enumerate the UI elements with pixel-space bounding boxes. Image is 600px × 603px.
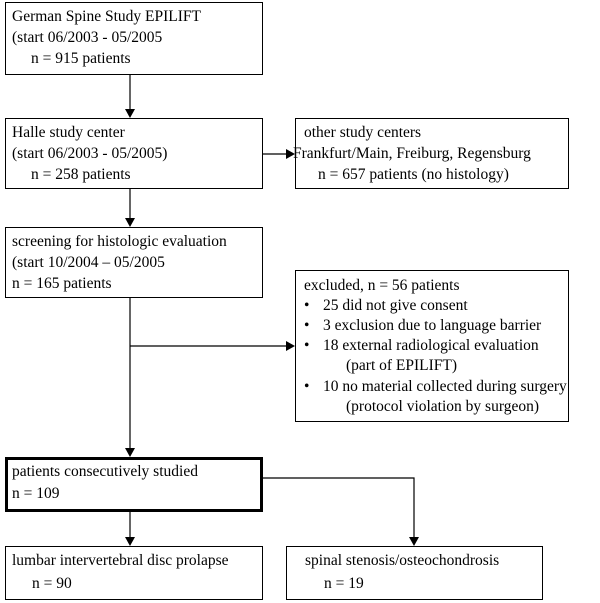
epilift-count: n = 915 patients bbox=[31, 50, 131, 67]
epilift-period: (start 06/2003 - 05/2005 bbox=[12, 29, 163, 46]
halle-period: (start 06/2003 - 05/2005) bbox=[12, 145, 168, 162]
screening-box: screening for histologic evaluation (sta… bbox=[5, 227, 263, 298]
excluded-item-label: 18 external radiological evaluation bbox=[323, 337, 539, 354]
connector-studied-stenosis bbox=[263, 477, 415, 538]
lumbar-box: lumbar intervertebral disc prolapse n = … bbox=[5, 546, 263, 600]
epilift-box: German Spine Study EPILIFT (start 06/200… bbox=[5, 2, 263, 75]
arrowhead-icon bbox=[409, 537, 419, 546]
epilift-title: German Spine Study EPILIFT bbox=[12, 8, 201, 25]
excluded-item-radiological-note: (part of EPILIFT) bbox=[346, 357, 458, 374]
excluded-item-label: 3 exclusion due to language barrier bbox=[323, 317, 542, 334]
arrowhead-icon bbox=[125, 537, 135, 546]
arrowhead-icon bbox=[125, 109, 135, 118]
bullet-icon: • bbox=[304, 297, 310, 314]
lumbar-count: n = 90 bbox=[32, 575, 72, 592]
other-centers-count: n = 657 patients (no histology) bbox=[318, 166, 509, 183]
stenosis-count: n = 19 bbox=[324, 575, 364, 592]
excluded-item-label: 25 did not give consent bbox=[323, 297, 468, 314]
arrowhead-icon bbox=[125, 448, 135, 457]
bullet-icon: • bbox=[304, 337, 310, 354]
bullet-icon: • bbox=[304, 378, 310, 395]
other-centers-cities: Frankfurt/Main, Freiburg, Regensburg bbox=[293, 145, 531, 162]
bullet-icon: • bbox=[304, 317, 310, 334]
studied-count: n = 109 bbox=[12, 485, 60, 502]
other-centers-title: other study centers bbox=[304, 124, 422, 141]
stenosis-title: spinal stenosis/osteochondrosis bbox=[305, 552, 500, 569]
halle-box: Halle study center (start 06/2003 - 05/2… bbox=[5, 118, 263, 189]
excluded-item-no-material-note: (protocol violation by surgeon) bbox=[346, 398, 540, 415]
halle-count: n = 258 patients bbox=[31, 166, 131, 183]
excluded-title: excluded, n = 56 patients bbox=[304, 277, 460, 294]
arrowhead-icon bbox=[125, 218, 135, 227]
stenosis-box: spinal stenosis/osteochondrosis n = 19 bbox=[286, 546, 543, 600]
halle-title: Halle study center bbox=[12, 124, 125, 141]
excluded-box: excluded, n = 56 patients • 25 did not g… bbox=[295, 270, 569, 422]
screening-title: screening for histologic evaluation bbox=[12, 233, 227, 250]
other-centers-box: other study centers Frankfurt/Main, Frei… bbox=[293, 118, 569, 189]
screening-count: n = 165 patients bbox=[12, 275, 112, 292]
arrowhead-icon bbox=[286, 341, 295, 351]
lumbar-title: lumbar intervertebral disc prolapse bbox=[12, 552, 229, 569]
studied-box: patients consecutively studied n = 109 bbox=[5, 457, 263, 512]
studied-title: patients consecutively studied bbox=[12, 463, 198, 480]
screening-period: (start 10/2004 – 05/2005 bbox=[12, 254, 165, 271]
excluded-item-label: 10 no material collected during surgery bbox=[323, 378, 567, 395]
